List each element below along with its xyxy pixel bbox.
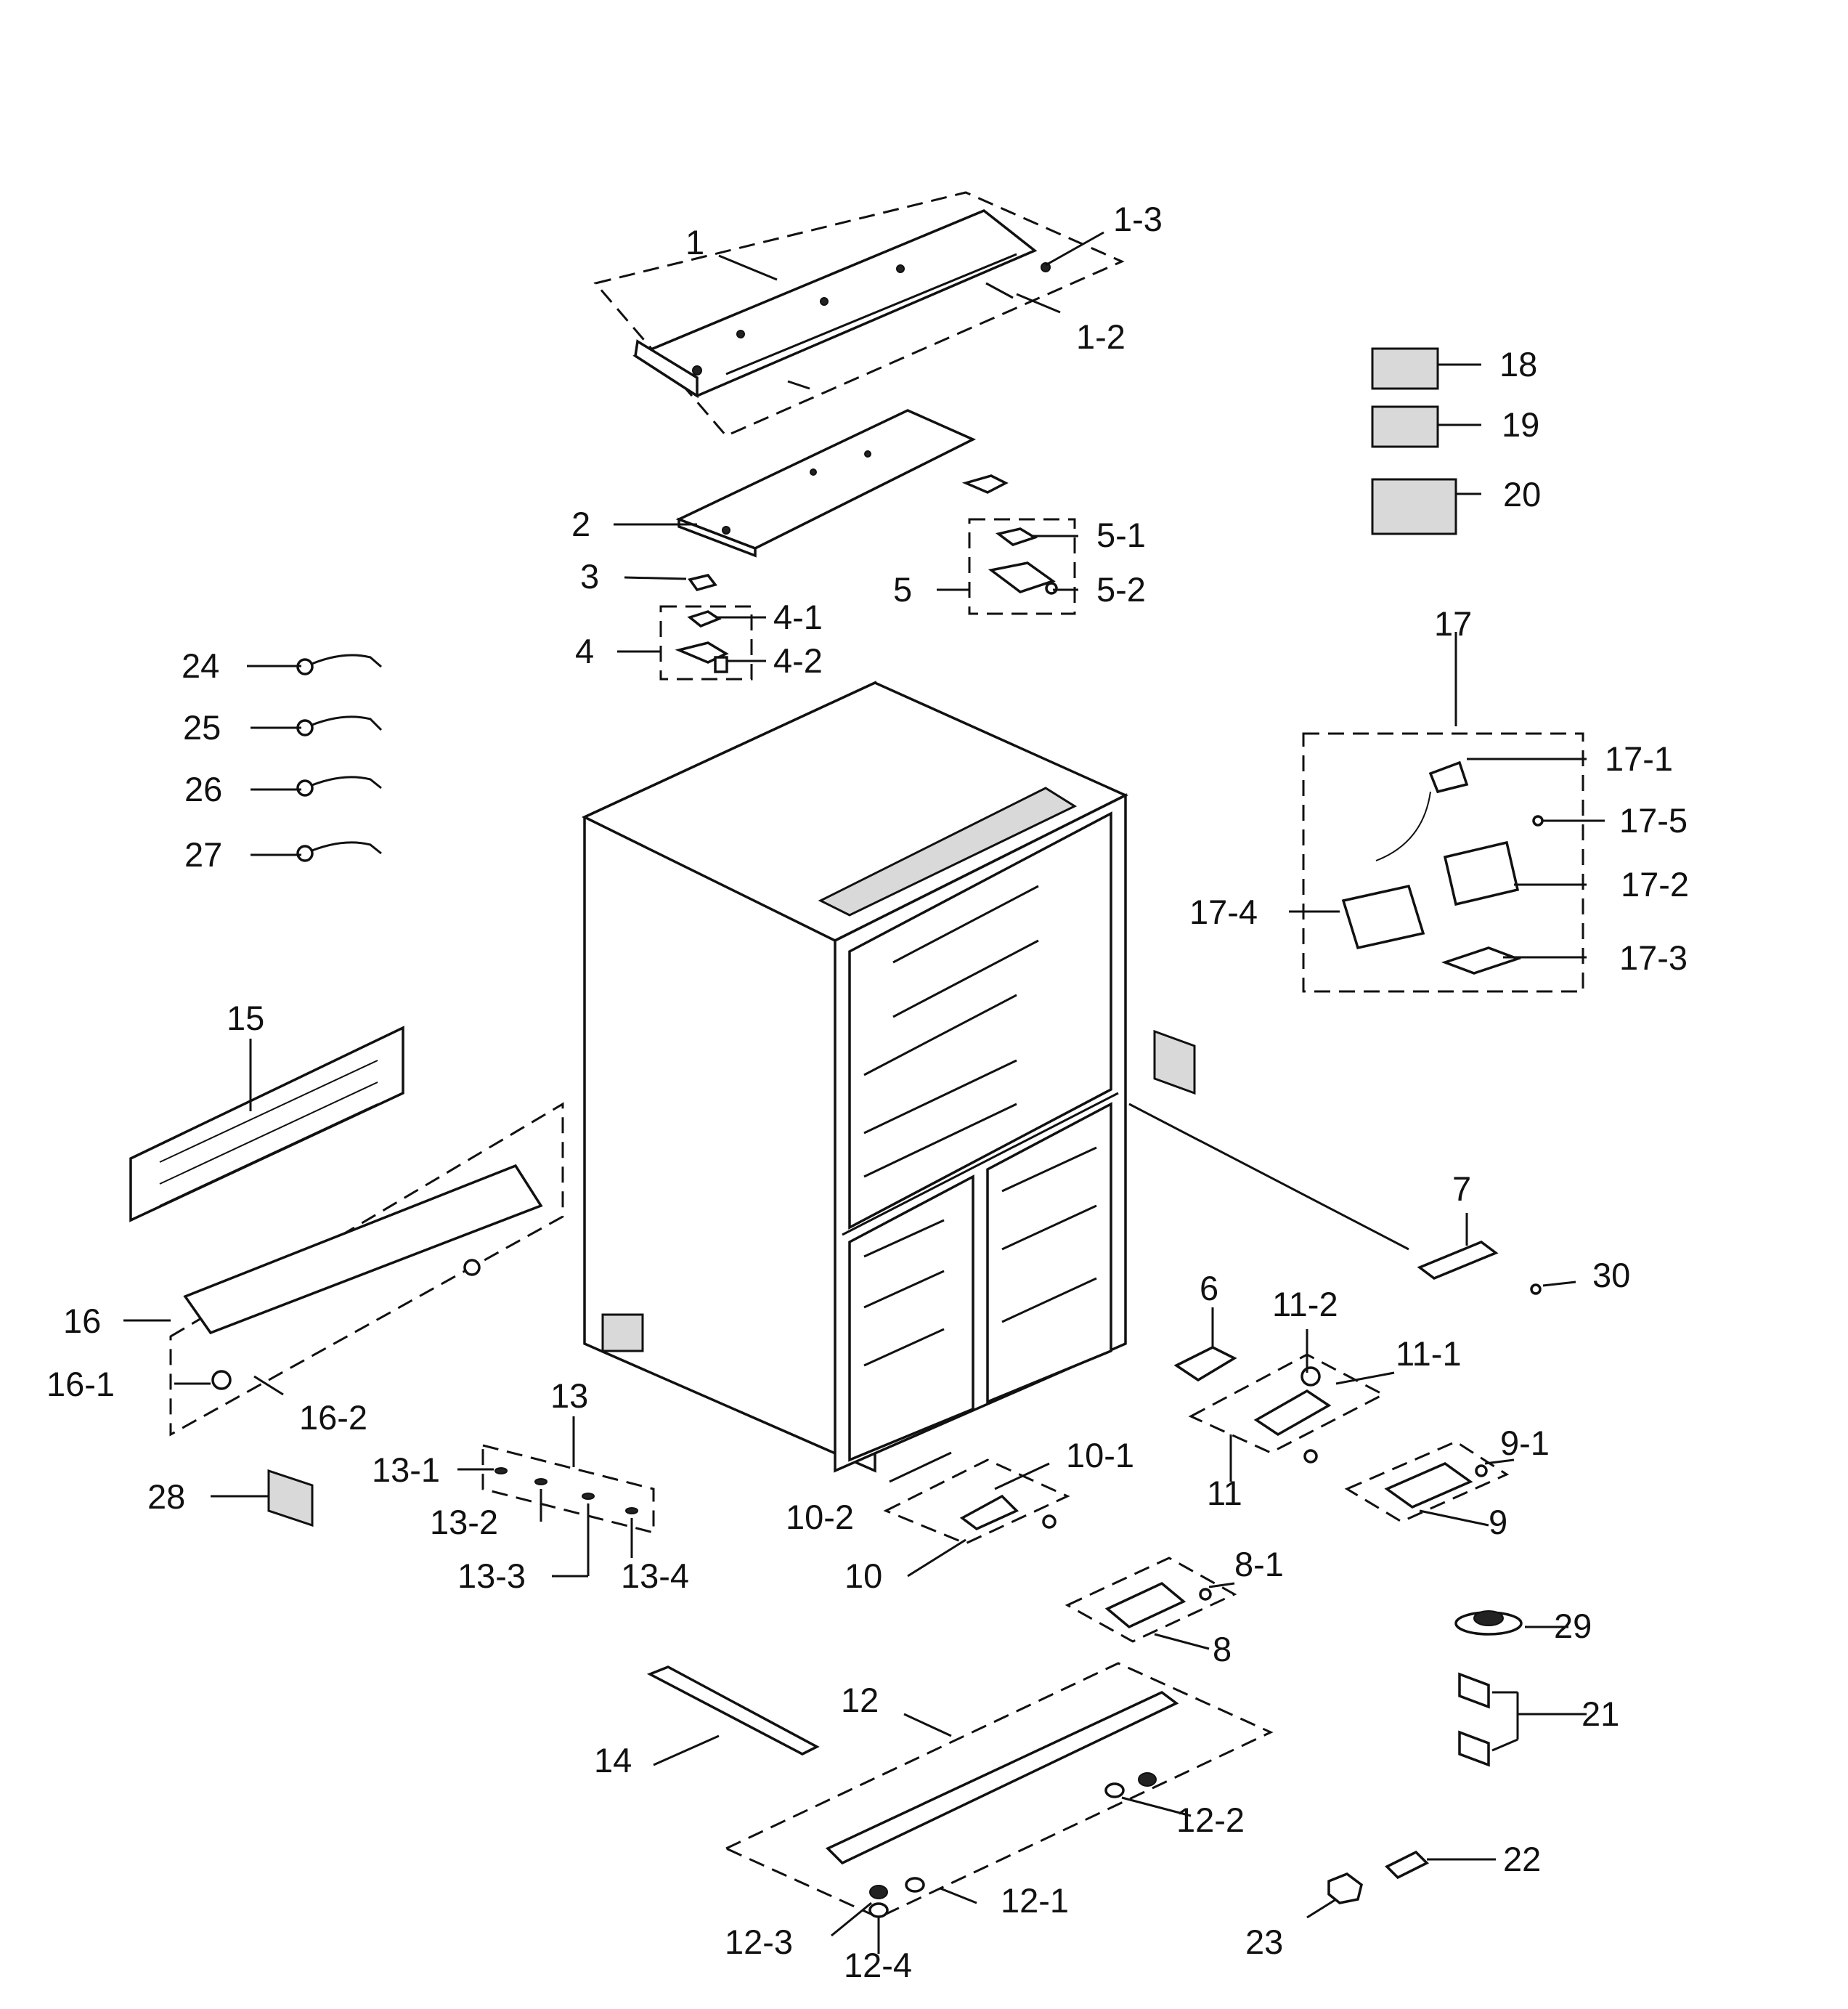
label-2: 2 [571, 505, 590, 543]
label-8-1: 8-1 [1234, 1545, 1284, 1583]
part-18-19-20-control-boards [1371, 347, 1457, 535]
part-9-bracket-group [1344, 1440, 1510, 1523]
label-10: 10 [844, 1557, 882, 1595]
part-12-base-rail-group [723, 1662, 1274, 1919]
label-1: 1 [685, 223, 704, 261]
part-4-hinge-group [659, 605, 753, 681]
label-17-3: 17-3 [1619, 938, 1688, 977]
part-14-rail [646, 1665, 820, 1756]
label-12-4: 12-4 [844, 1946, 912, 1984]
label-24: 24 [182, 646, 219, 685]
label-10-2: 10-2 [786, 1498, 854, 1536]
callout-labels: 1 1-3 1-2 2 3 4 4-1 4-2 5 5-1 5-2 18 19 … [46, 200, 1689, 1984]
side-grille [1153, 1029, 1196, 1095]
part-5-small-hinge-top [961, 474, 1009, 494]
label-17: 17 [1434, 604, 1472, 643]
label-16: 16 [63, 1302, 101, 1340]
label-13: 13 [550, 1376, 588, 1415]
label-13-3: 13-3 [457, 1557, 526, 1595]
part-23-nut [1327, 1872, 1363, 1904]
part-7-bracket [1417, 1213, 1542, 1295]
part-28-grille [267, 1469, 314, 1527]
label-25: 25 [183, 708, 221, 747]
hinge-parts-24-27 [296, 654, 383, 862]
part-16-base-plate-group [169, 1102, 564, 1437]
label-12: 12 [841, 1681, 879, 1719]
label-8: 8 [1213, 1630, 1232, 1668]
part-3-bracket [688, 574, 717, 592]
label-9-1: 9-1 [1500, 1424, 1550, 1462]
label-11: 11 [1207, 1474, 1242, 1512]
label-28: 28 [147, 1477, 185, 1516]
label-4-2: 4-2 [773, 641, 823, 680]
label-3: 3 [580, 557, 599, 596]
part-5-hinge-group [968, 518, 1076, 615]
label-17-1: 17-1 [1605, 739, 1673, 778]
label-11-1: 11-1 [1396, 1334, 1462, 1373]
label-17-2: 17-2 [1621, 865, 1689, 904]
label-12-2: 12-2 [1176, 1801, 1245, 1839]
label-23: 23 [1245, 1923, 1283, 1961]
label-17-4: 17-4 [1189, 893, 1258, 931]
part-29-gear [1454, 1610, 1523, 1636]
label-5: 5 [893, 570, 912, 609]
part-8-bracket-group [1065, 1557, 1237, 1643]
label-29: 29 [1554, 1607, 1592, 1645]
part-22-connector [1385, 1850, 1429, 1880]
label-30: 30 [1592, 1256, 1630, 1294]
label-12-1: 12-1 [1001, 1881, 1069, 1920]
label-1-2: 1-2 [1076, 317, 1126, 356]
label-27: 27 [184, 835, 222, 874]
label-11-2: 11-2 [1272, 1285, 1338, 1323]
label-4-1: 4-1 [773, 598, 823, 636]
part-6-bracket [1173, 1307, 1237, 1382]
label-5-2: 5-2 [1096, 570, 1146, 609]
label-22: 22 [1503, 1840, 1541, 1878]
refrigerator-cabinet [581, 681, 1129, 1473]
part-13-fastener-group [481, 1444, 655, 1534]
label-4: 4 [575, 632, 594, 670]
label-15: 15 [227, 999, 264, 1037]
label-18: 18 [1499, 345, 1537, 383]
label-9: 9 [1489, 1503, 1507, 1541]
label-5-1: 5-1 [1096, 516, 1146, 554]
part-11-hinge-group [1188, 1353, 1386, 1464]
label-12-3: 12-3 [725, 1923, 793, 1961]
label-17-5: 17-5 [1619, 801, 1688, 840]
part-17-module-group [1302, 732, 1584, 993]
label-20: 20 [1503, 475, 1541, 514]
label-10-1: 10-1 [1066, 1436, 1134, 1474]
label-26: 26 [184, 770, 222, 808]
label-6: 6 [1200, 1269, 1218, 1307]
label-1-3: 1-3 [1113, 200, 1163, 238]
part-15-rear-panel [129, 1026, 404, 1222]
label-7: 7 [1452, 1169, 1471, 1208]
label-16-1: 16-1 [46, 1365, 115, 1403]
label-21: 21 [1582, 1695, 1619, 1733]
label-19: 19 [1502, 405, 1539, 444]
label-16-2: 16-2 [299, 1398, 367, 1437]
label-13-4: 13-4 [621, 1557, 689, 1595]
label-13-2: 13-2 [430, 1503, 498, 1541]
label-13-1: 13-1 [372, 1450, 440, 1489]
part-1-top-plate-group [593, 191, 1125, 437]
part-21-clips [1458, 1672, 1490, 1767]
label-14: 14 [594, 1741, 632, 1779]
part-10-bracket-group [883, 1458, 1070, 1545]
